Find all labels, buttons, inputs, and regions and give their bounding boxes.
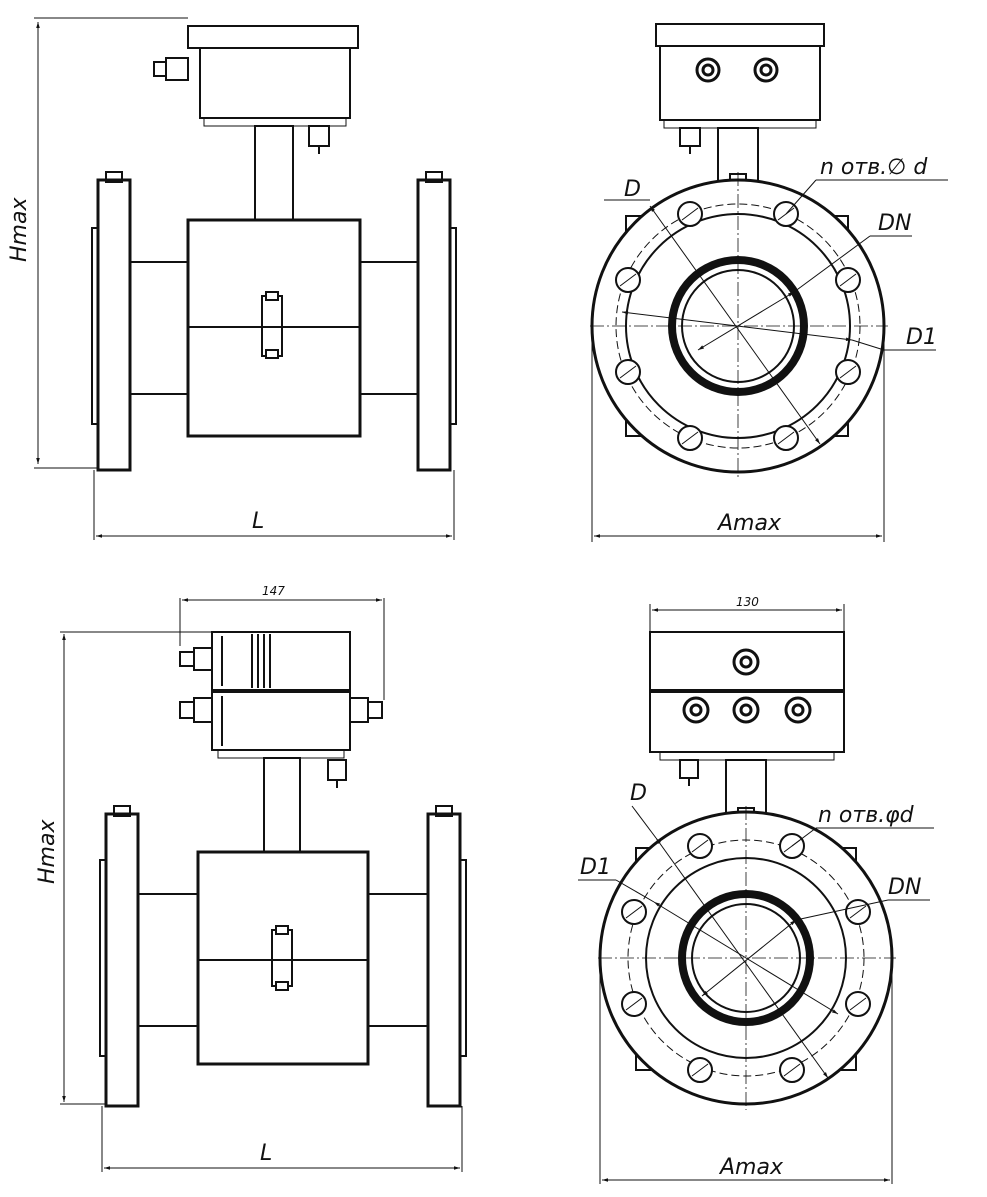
d-label-top: D bbox=[624, 177, 641, 202]
width-147-label: 147 bbox=[262, 584, 285, 598]
holes-label-top: n отв.∅ d bbox=[820, 155, 928, 180]
amax-label-bottom: Amax bbox=[718, 1155, 784, 1180]
width-130-label: 130 bbox=[736, 595, 759, 609]
front-view-top: D DN D1 n отв.∅ d Amax bbox=[590, 23, 948, 542]
flange-bolt-icon bbox=[105, 171, 123, 183]
holes-label-bottom: n отв.φd bbox=[818, 803, 915, 828]
l-label-bottom: L bbox=[260, 1141, 272, 1166]
side-view-top: Hmax L bbox=[7, 17, 457, 540]
d1-label-top: D1 bbox=[906, 325, 937, 350]
l-label-top: L bbox=[252, 509, 264, 534]
dn-label-bottom: DN bbox=[888, 875, 921, 900]
amax-label-top: Amax bbox=[716, 511, 782, 536]
cable-gland-icon bbox=[153, 57, 189, 81]
hmax-label-bottom: Hmax bbox=[35, 819, 60, 884]
side-view-bottom: 147 bbox=[35, 584, 467, 1172]
front-view-bottom: 130 D bbox=[578, 595, 934, 1184]
hmax-label-top: Hmax bbox=[7, 197, 32, 262]
dn-label-top: DN bbox=[878, 211, 911, 236]
terminal-bolt-icon bbox=[308, 125, 330, 154]
d-label-bottom: D bbox=[630, 781, 647, 806]
d1-label-bottom: D1 bbox=[580, 855, 611, 880]
